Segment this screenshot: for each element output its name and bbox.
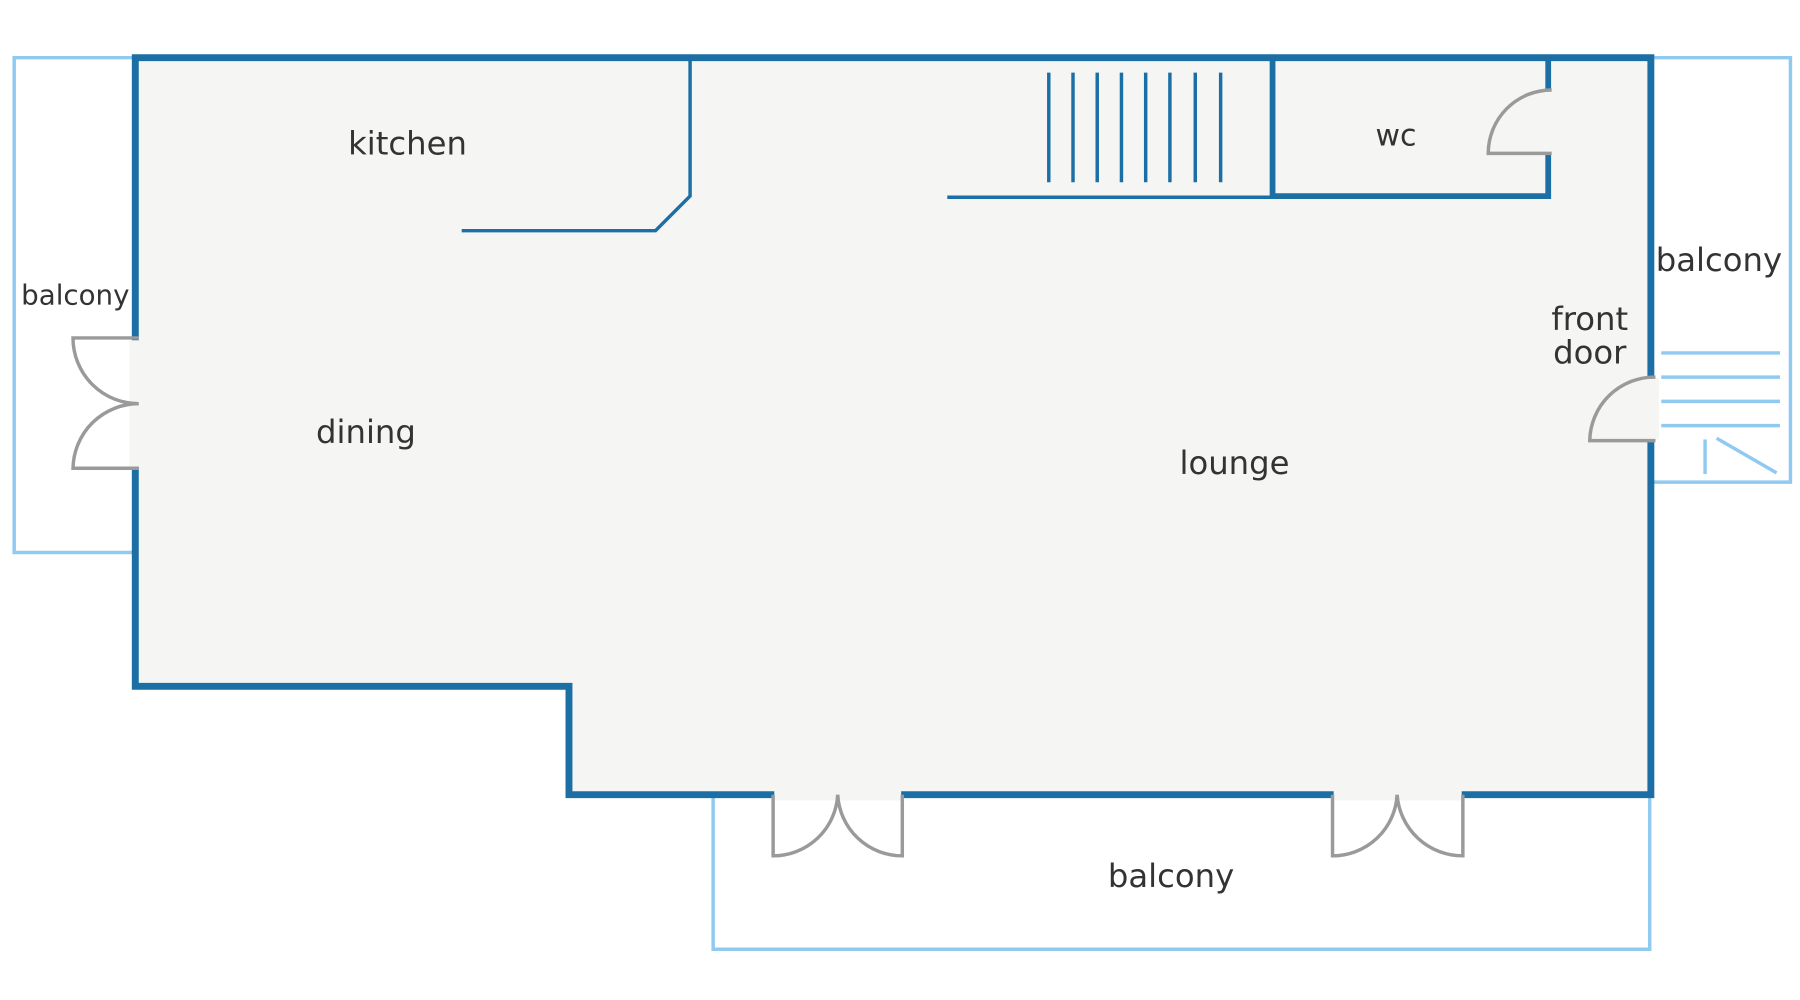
exterior-wall — [131, 54, 1655, 799]
wc-label: wc — [1375, 118, 1416, 153]
lounge-label: lounge — [1179, 444, 1289, 482]
balcony-bottom-outline — [711, 794, 1652, 951]
staircase — [1047, 72, 1223, 183]
wc-door[interactable] — [1486, 88, 1552, 156]
bottom-balcony-door-right[interactable] — [1330, 794, 1465, 858]
balcony-left-label: balcony — [21, 278, 129, 311]
balcony-left-outline — [12, 55, 136, 555]
bottom-balcony-door-left[interactable] — [771, 794, 905, 858]
balcony-right-outline — [1650, 55, 1793, 484]
wc-wall — [1269, 57, 1552, 199]
front-door-label-line2: door — [1553, 333, 1627, 371]
kitchen-wall — [461, 57, 692, 233]
front-door[interactable] — [1587, 375, 1656, 443]
exterior-steps — [1661, 351, 1781, 475]
front-door-label-line1: front — [1551, 300, 1628, 338]
dining-label: dining — [316, 413, 416, 451]
balcony-bottom-label: balcony — [1108, 857, 1234, 895]
left-balcony-door[interactable] — [71, 336, 139, 471]
balcony-right-label: balcony — [1656, 241, 1782, 279]
kitchen-label: kitchen — [348, 125, 467, 163]
